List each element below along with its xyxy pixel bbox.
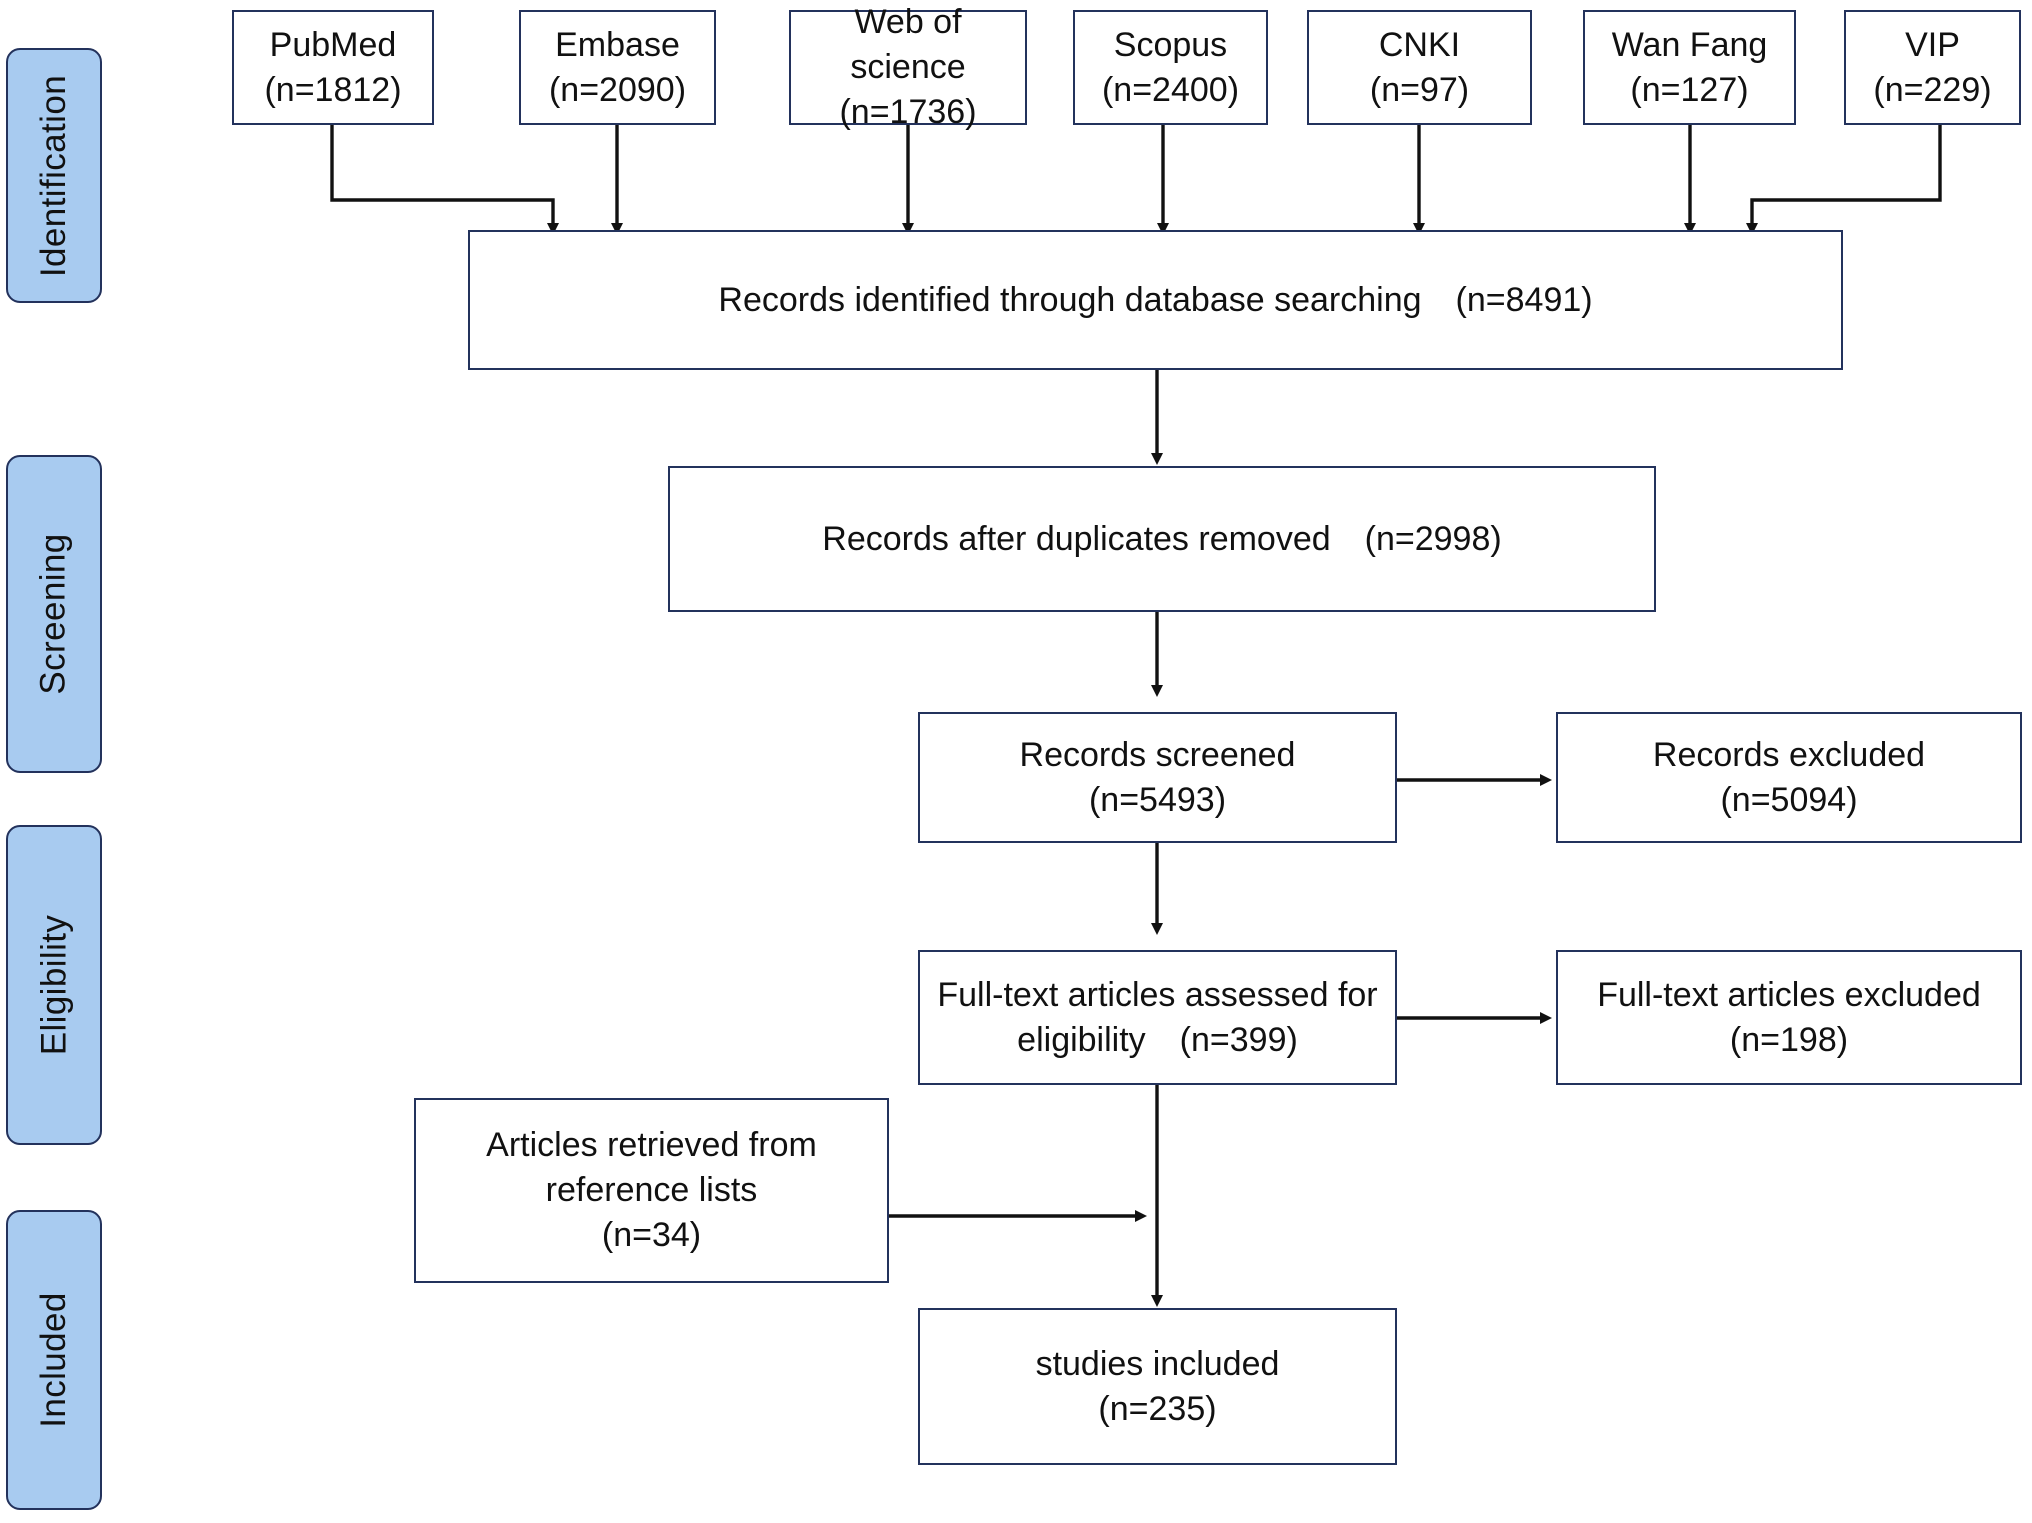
box-fulltext-assessed: Full-text articles assessed for eligibil…	[918, 950, 1397, 1085]
source-name-vip: VIP	[1905, 25, 1960, 64]
wire-pubmed	[330, 125, 559, 235]
source-box-embase: Embase (n=2090)	[519, 10, 716, 125]
records-screened-count: (n=5493)	[1088, 780, 1227, 819]
source-count-scopus: (n=2400)	[1101, 70, 1240, 109]
records-excluded-count: (n=5094)	[1720, 780, 1858, 819]
stage-label-included: Included	[6, 1210, 102, 1510]
source-count-web-of-science: (n=1736)	[839, 92, 977, 131]
box-records-excluded: Records excluded (n=5094)	[1556, 712, 2022, 843]
source-name-wan-fang: Wan Fang	[1611, 25, 1768, 64]
source-name-scopus: Scopus	[1113, 25, 1228, 64]
source-box-scopus: Scopus (n=2400)	[1073, 10, 1268, 125]
stage-label-eligibility-text: Eligibility	[34, 914, 73, 1056]
box-records-screened: Records screened (n=5493)	[918, 712, 1397, 843]
stage-label-identification: Identification	[6, 48, 102, 303]
stage-label-identification-text: Identification	[34, 74, 73, 277]
records-after-duplicates-count: (n=2998)	[1364, 519, 1502, 558]
stage-label-screening: Screening	[6, 455, 102, 773]
articles-from-references-count: (n=34)	[601, 1215, 702, 1254]
records-excluded-label: Records excluded	[1652, 735, 1926, 774]
stage-label-included-text: Included	[34, 1292, 73, 1428]
source-count-pubmed: (n=1812)	[264, 70, 402, 109]
fulltext-assessed-count: (n=399)	[1179, 1020, 1298, 1059]
source-name-embase: Embase	[555, 25, 680, 64]
source-box-web-of-science: Web of science (n=1736)	[789, 3, 1027, 131]
box-articles-from-references: Articles retrieved from reference lists …	[414, 1098, 889, 1283]
source-name-pubmed: PubMed	[269, 25, 397, 64]
source-box-cnki: CNKI (n=97)	[1307, 10, 1532, 125]
source-name-cnki: CNKI	[1378, 25, 1461, 64]
fulltext-excluded-label: Full-text articles excluded	[1597, 975, 1981, 1014]
articles-from-references-label-line1: Articles retrieved from	[486, 1126, 817, 1165]
wire-vip	[1746, 125, 1942, 235]
articles-from-references-label-line2: reference lists	[545, 1171, 758, 1210]
source-box-pubmed: PubMed (n=1812)	[232, 10, 434, 125]
source-count-embase: (n=2090)	[548, 70, 687, 109]
box-records-after-duplicates: Records after duplicates removed (n=2998)	[668, 466, 1656, 612]
source-count-cnki: (n=97)	[1369, 70, 1470, 109]
records-screened-label: Records screened	[1019, 735, 1296, 774]
studies-included-count: (n=235)	[1098, 1389, 1217, 1428]
box-records-identified: Records identified through database sear…	[468, 230, 1843, 370]
records-after-duplicates-label: Records after duplicates removed	[822, 519, 1331, 558]
studies-included-label: studies included	[1035, 1344, 1280, 1383]
source-name-web-of-science: Web of science	[850, 3, 966, 87]
fulltext-assessed-label-line2: eligibility	[1017, 1020, 1146, 1059]
fulltext-excluded-count: (n=198)	[1729, 1020, 1849, 1059]
source-count-wan-fang: (n=127)	[1630, 70, 1749, 109]
source-count-vip: (n=229)	[1873, 70, 1992, 109]
source-box-wan-fang: Wan Fang (n=127)	[1583, 10, 1796, 125]
stage-label-eligibility: Eligibility	[6, 825, 102, 1145]
fulltext-assessed-label-line1: Full-text articles assessed for	[937, 975, 1378, 1014]
box-studies-included: studies included (n=235)	[918, 1308, 1397, 1465]
box-fulltext-excluded: Full-text articles excluded (n=198)	[1556, 950, 2022, 1085]
source-box-vip: VIP (n=229)	[1844, 10, 2021, 125]
records-identified-label: Records identified through database sear…	[718, 280, 1422, 319]
records-identified-count: (n=8491)	[1455, 280, 1593, 319]
stage-label-screening-text: Screening	[34, 533, 74, 695]
